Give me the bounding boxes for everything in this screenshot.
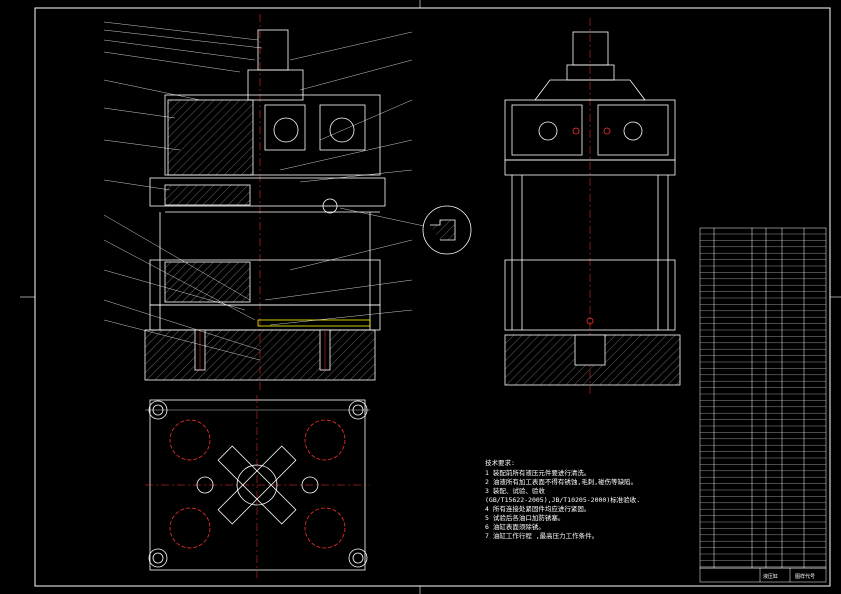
- leader-lines: [103, 21, 413, 361]
- note-line: (GB/T15622-2005),JB/T10205-2000)标准验收.: [485, 495, 640, 504]
- parts-list: [699, 227, 827, 583]
- note-line: 3 装配、试验、验收: [485, 486, 545, 495]
- technical-notes: 技术要求: 1 装配前所有液压元件要进行清洗。 2 油液所有加工表面不得有锈蚀,…: [485, 458, 640, 540]
- notes-title: 技术要求:: [485, 458, 515, 467]
- title-block-part-name: 液压缸: [763, 573, 778, 580]
- title-block: 液压缸 图样代号: [763, 573, 815, 580]
- detail-view: [339, 205, 472, 255]
- note-line: 7 油缸工作行程 ,最高压力工作条件。: [485, 531, 598, 540]
- note-line: 1 装配前所有液压元件要进行清洗。: [485, 468, 590, 477]
- note-line: 2 油液所有加工表面不得有锈蚀,毛刺,碰伤等缺陷。: [485, 477, 637, 486]
- note-line: 6 油缸表面须除锈。: [485, 522, 545, 531]
- top-plan-view: [145, 395, 370, 578]
- parts-rows: [700, 233, 826, 567]
- drawing-frame: [20, 0, 841, 594]
- note-line: 5 试验后各油口加防锈塞。: [485, 513, 564, 522]
- side-view: [504, 18, 681, 395]
- front-section-view: [144, 14, 386, 392]
- title-block-drawing-no: 图样代号: [795, 573, 815, 580]
- note-line: 4 所有连接处紧固件均应进行紧固。: [485, 504, 590, 513]
